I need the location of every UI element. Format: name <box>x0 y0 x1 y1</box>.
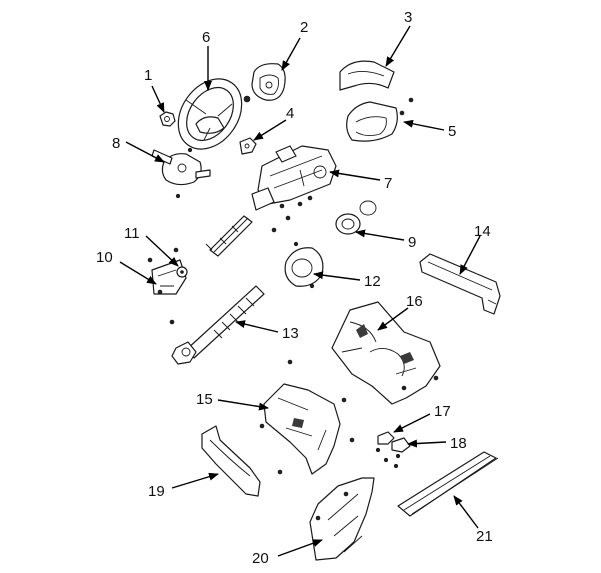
callout-21: 21 <box>476 528 493 545</box>
part-16-knee-bolster-bracket <box>331 301 441 405</box>
part-4-horn-contact <box>239 137 257 155</box>
callout-8: 8 <box>112 135 120 152</box>
callout-4: 4 <box>286 105 294 122</box>
part-19-knee-bolster <box>201 425 261 497</box>
part-21-sill-trim <box>397 451 499 517</box>
part-18-clip <box>391 437 411 469</box>
part-5-lower-shroud <box>346 97 414 142</box>
callout-14: 14 <box>474 223 491 240</box>
callout-15: 15 <box>196 391 213 408</box>
part-12-clock-spring <box>284 241 324 289</box>
callout-19: 19 <box>148 483 165 500</box>
part-13-intermediate-shaft <box>169 285 265 365</box>
callout-11: 11 <box>124 225 140 242</box>
callout-18: 18 <box>450 435 467 452</box>
callout-7: 7 <box>384 175 392 192</box>
callout-20: 20 <box>252 550 269 567</box>
callout-6: 6 <box>202 29 210 46</box>
part-10-bracket <box>147 257 187 295</box>
callout-13: 13 <box>282 325 299 342</box>
callout-9: 9 <box>408 234 416 251</box>
part-3-upper-shroud <box>339 60 395 91</box>
leader-lines <box>119 25 481 557</box>
part-7-steering-column <box>205 145 337 257</box>
part-1-nut <box>159 111 176 127</box>
callout-16: 16 <box>406 293 423 310</box>
callout-2: 2 <box>300 19 308 36</box>
callout-12: 12 <box>364 273 381 290</box>
part-6-steering-wheel <box>177 78 251 150</box>
callout-5: 5 <box>448 123 456 140</box>
part-17-clip <box>375 431 395 463</box>
part-20-lower-cover <box>309 477 375 561</box>
part-9-bearing <box>335 200 377 235</box>
callout-3: 3 <box>404 9 412 26</box>
part-15-lower-panel <box>259 359 355 475</box>
callout-1: 1 <box>144 67 152 84</box>
part-2-airbag-module <box>251 63 286 101</box>
part-8-multifunction-switch <box>151 147 211 199</box>
callout-10: 10 <box>96 249 113 266</box>
part-11-fastener <box>173 247 188 278</box>
callout-17: 17 <box>434 403 451 420</box>
part-14-trim-bracket <box>419 253 501 315</box>
callout-labels: 1 2 3 4 5 6 7 8 9 10 11 12 13 14 15 16 1… <box>96 9 493 567</box>
